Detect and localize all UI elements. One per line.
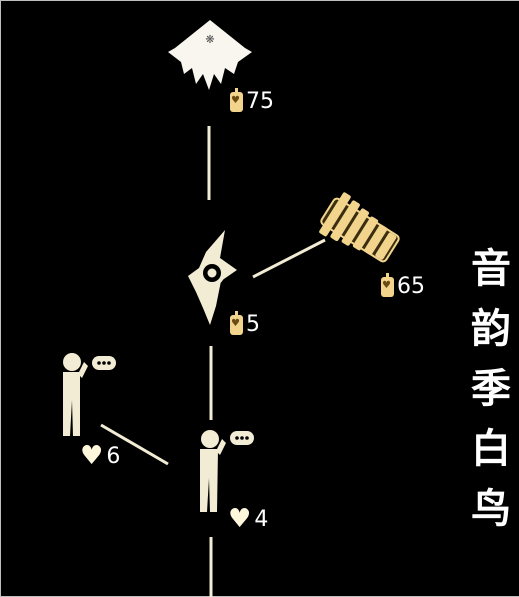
cape-cost: 75 [230,87,274,114]
candle-icon [381,272,394,297]
candle-icon [230,310,243,335]
heart-icon: ♥ [228,504,252,534]
heart-icon: ♥ [80,441,104,471]
cape-icon[interactable]: ❋ [168,20,252,90]
xylophone-icon[interactable] [315,190,405,271]
svg-text:❋: ❋ [205,33,214,46]
title-char: 白 [471,426,511,472]
connector-friend [100,423,169,466]
friend-bottom-cost-value: 4 [254,506,269,532]
title-char: 季 [471,366,511,412]
speaking-figure-icon[interactable] [63,353,116,436]
speaking-figure-icon[interactable] [200,430,254,512]
friend-bottom-cost: ♥ 4 [228,506,268,532]
connector-xylophone [252,238,326,279]
friend-left-cost: ♥ 6 [80,443,120,469]
season-title: 音 韵 季 白 鸟 [466,245,516,533]
starburst-emote-icon[interactable] [188,230,237,325]
emote-cost: 5 [230,310,260,337]
emote-cost-value: 5 [246,312,260,337]
xylophone-cost-value: 65 [397,274,425,299]
candle-icon [230,87,243,112]
title-char: 音 [471,246,511,292]
friend-left-cost-value: 6 [106,443,121,469]
xylophone-cost: 65 [381,272,425,299]
title-char: 韵 [471,306,511,352]
title-char: 鸟 [471,486,511,532]
cape-cost-value: 75 [246,89,274,114]
